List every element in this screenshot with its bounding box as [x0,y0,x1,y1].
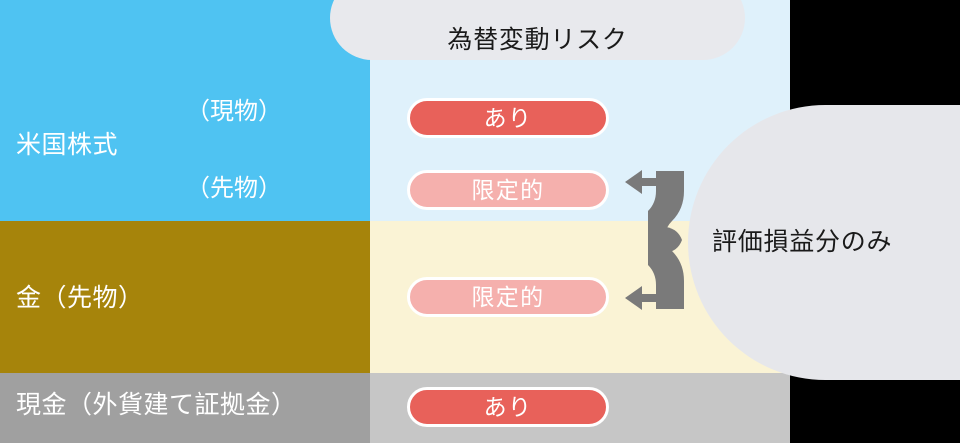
curly-brace-left-arrows-icon [625,170,684,310]
category-label-cash: 現金（外貨建て証拠金） [16,391,297,419]
category-label-gold: 金（先物） [16,284,144,312]
category-band-gold [0,221,370,373]
header-title: 為替変動リスク [447,26,628,54]
category-label-equity: 米国株式 [16,131,119,159]
value-pill-cash: あり [407,387,609,427]
annotation-text: 評価損益分のみ [712,228,893,256]
value-pill-gold: 限定的 [407,277,609,317]
value-pill-equity-spot: あり [407,98,609,138]
header-chip: 為替変動リスク [330,0,745,60]
category-band-equity [0,0,370,221]
sublabel-equity-spot: （現物） [186,98,282,125]
category-band-cash [0,373,370,443]
value-pill-equity-future: 限定的 [407,170,609,210]
sublabel-equity-future: （先物） [186,175,282,202]
annotation-panel [688,105,960,380]
